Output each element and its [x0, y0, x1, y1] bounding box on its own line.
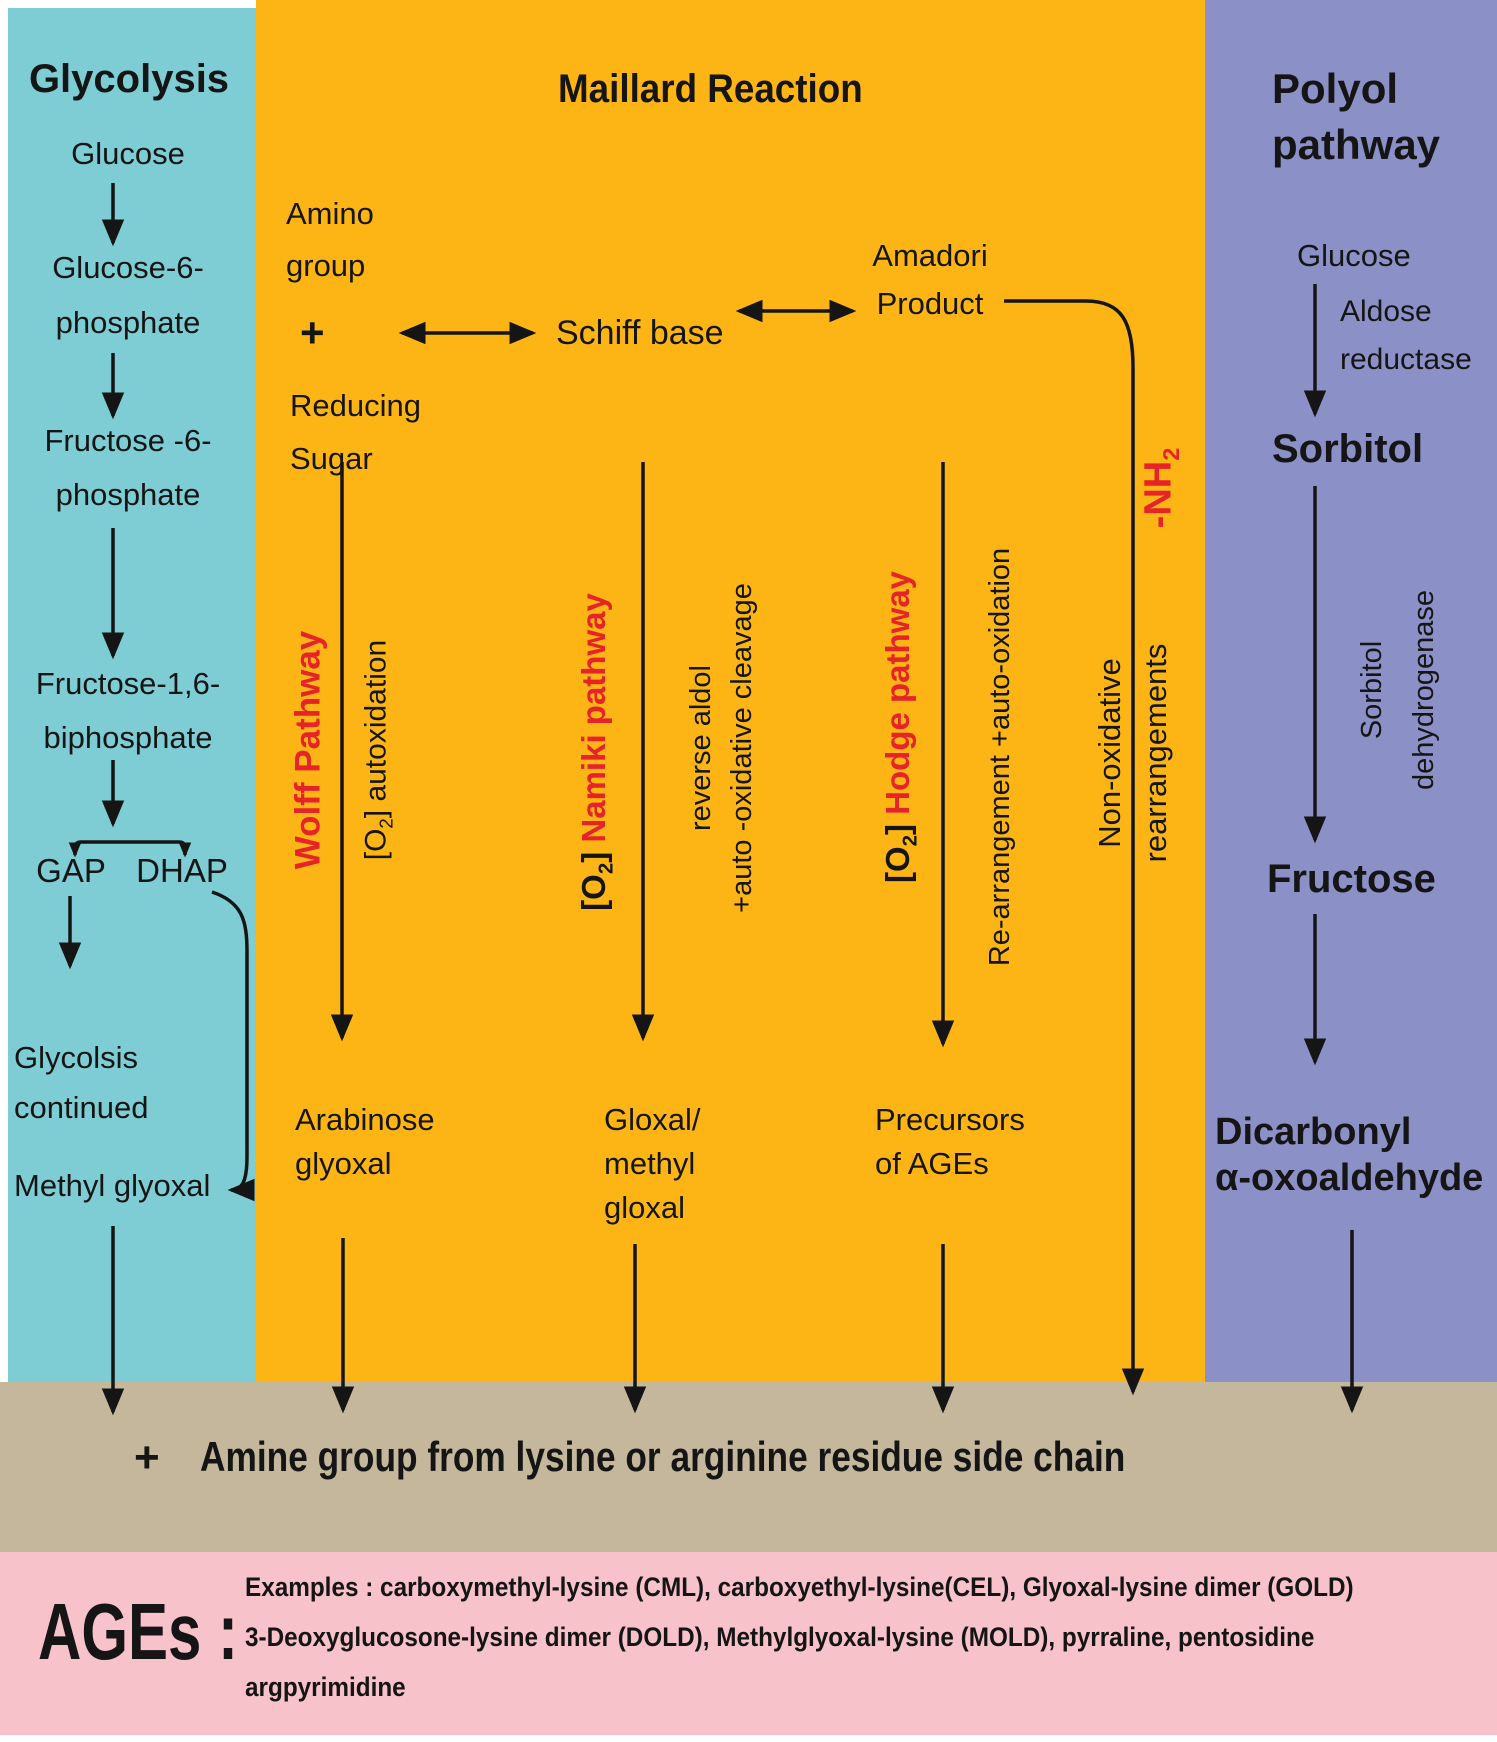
ages-examples-line2: 3-Deoxyglucosone-lysine dimer (DOLD), Me… — [245, 1622, 1315, 1652]
nonoxidative-line2: rearrangements — [1138, 643, 1173, 863]
hodge-side-label: Re-arrangement +auto-oxidation — [983, 547, 1016, 967]
gloxal-node-line3: gloxal — [604, 1190, 685, 1225]
amino-group-line2: group — [286, 248, 366, 283]
ages-examples-line3: argpyrimidine — [245, 1672, 406, 1702]
f16bp-node-line1: Fructose-1,6- — [35, 666, 221, 701]
bracket-close: ] — [879, 814, 917, 835]
methyl-glyoxal-node: Methyl glyoxal — [14, 1168, 211, 1203]
sdh-line2: dehydrogenase — [1408, 590, 1440, 790]
namiki-side-line2: +auto -oxidative cleavage — [726, 583, 758, 913]
fructose-node: Fructose — [1267, 857, 1436, 901]
amadori-node-line2: Product — [876, 286, 984, 321]
f6p-node-line1: Fructose -6- — [44, 423, 212, 458]
reducing-sugar-line2: Sugar — [290, 441, 373, 476]
amine-plus-sign: + — [134, 1433, 160, 1482]
namiki-side-label: reverse aldol +auto -oxidative cleavage — [681, 583, 763, 913]
nh2-text: -NH — [1137, 460, 1180, 529]
sdh-line1: Sorbitol — [1356, 640, 1388, 740]
namiki-side-line1: reverse aldol — [685, 664, 717, 832]
polyol-title-line2: pathway — [1272, 121, 1441, 168]
o2-bracket-open: [O — [575, 874, 613, 911]
autoxidation-text: ] autoxidation — [359, 639, 393, 819]
gloxal-node-line2: methyl — [604, 1146, 696, 1181]
precursors-node-line2: of AGEs — [875, 1146, 989, 1181]
amine-band-text: Amine group from lysine or arginine resi… — [200, 1433, 1126, 1480]
nh2-label: -NH2 — [1136, 448, 1185, 529]
hodge-pathway-text: Hodge pathway — [879, 570, 917, 815]
aldose-reductase-line2: reductase — [1340, 343, 1472, 376]
f16bp-node-line2: biphosphate — [43, 720, 213, 755]
o2-bracket-open: [O — [879, 846, 917, 884]
plus-sign: + — [300, 309, 325, 356]
sorbitol-node: Sorbitol — [1272, 427, 1424, 471]
polyol-glucose-node: Glucose — [1297, 238, 1411, 273]
ages-label: AGEs : — [38, 1587, 239, 1676]
glycolysis-title: Glycolysis — [28, 57, 230, 101]
gloxal-node-line1: Gloxal/ — [604, 1102, 701, 1137]
sorbitol-dehydrogenase-label: Sorbitol dehydrogenase — [1346, 590, 1450, 790]
nh2-subscript: 2 — [1157, 447, 1184, 461]
polyol-title-line1: Polyol — [1272, 65, 1399, 112]
polyol-column — [1205, 0, 1497, 1382]
amino-group-line1: Amino — [286, 196, 374, 231]
amine-band — [0, 1382, 1497, 1552]
g6p-node-line1: Glucose-6- — [52, 250, 204, 285]
ages-band — [0, 1552, 1497, 1735]
namiki-pathway-label: [O2] Namiki pathway — [575, 593, 619, 911]
aldose-reductase-line1: Aldose — [1340, 295, 1432, 328]
wolff-pathway-label: Wolff Pathway — [288, 630, 328, 870]
namiki-pathway-text: Namiki pathway — [575, 593, 613, 843]
hodge-pathway-label: [O2] Hodge pathway — [879, 571, 923, 883]
f6p-node-line2: phosphate — [55, 477, 201, 512]
schiff-base-node: Schiff base — [556, 314, 724, 352]
nonoxidative-label: Non-oxidative rearrangements — [1087, 644, 1179, 863]
bracket-close: ] — [575, 842, 613, 863]
arabinose-node-line1: Arabinose — [295, 1102, 435, 1137]
reducing-sugar-line1: Reducing — [290, 388, 421, 423]
ages-examples-line1: Examples : carboxymethyl-lysine (CML), c… — [245, 1572, 1354, 1602]
precursors-node-line1: Precursors — [875, 1102, 1025, 1137]
glucose-node: Glucose — [71, 136, 185, 171]
o2-subscript: 2 — [375, 818, 397, 829]
o2-subscript: 2 — [898, 834, 922, 847]
o2-subscript: 2 — [594, 862, 618, 875]
g6p-node-line2: phosphate — [55, 305, 201, 340]
wolff-autoxidation-label: [O2] autoxidation — [359, 640, 398, 860]
nonoxidative-line1: Non-oxidative — [1092, 658, 1127, 848]
maillard-title: Maillard Reaction — [558, 67, 863, 111]
dhap-node: DHAP — [136, 852, 228, 889]
arabinose-node-line2: glyoxal — [295, 1146, 392, 1181]
gap-node: GAP — [36, 852, 106, 889]
glycolysis-continued-line2: continued — [14, 1090, 149, 1125]
o2-bracket-open: [O — [359, 828, 393, 861]
dicarbonyl-node-line2: α-oxoaldehyde — [1215, 1157, 1484, 1199]
amadori-node-line1: Amadori — [872, 238, 988, 273]
glycolysis-continued-line1: Glycolsis — [14, 1040, 139, 1075]
dicarbonyl-node-line1: Dicarbonyl — [1215, 1111, 1412, 1153]
